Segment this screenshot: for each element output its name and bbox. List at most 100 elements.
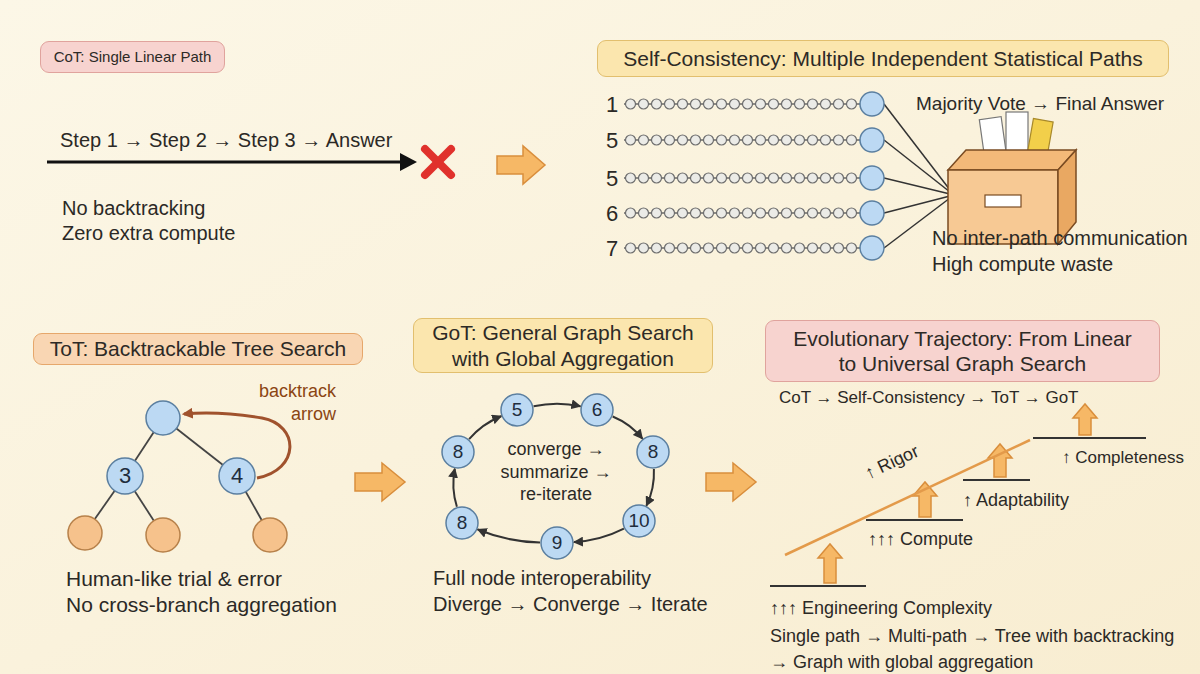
note: High compute waste <box>932 252 1200 277</box>
graph-arrow <box>453 469 457 507</box>
node-number: 8 <box>457 512 468 535</box>
tree-leaf <box>253 518 287 552</box>
node-circle <box>442 436 474 468</box>
up-arrow <box>913 482 937 517</box>
note: Full node interoperability <box>433 566 651 591</box>
vote-line <box>884 140 950 192</box>
note: Human-like trial & error <box>66 566 282 592</box>
vote-caption: Majority Vote → Final Answer <box>916 92 1164 116</box>
tree-node: 3 <box>106 457 144 495</box>
title-pill: GoT: General Graph Search with Global Ag… <box>413 318 713 373</box>
graph-node: 9 <box>540 526 574 560</box>
node-number: 8 <box>648 441 659 464</box>
stair-step <box>963 479 1030 481</box>
path-answer: 6 <box>606 200 618 228</box>
fail-cross <box>425 149 451 175</box>
note: Diverge → Converge → Iterate <box>433 592 708 617</box>
graph-arrow <box>574 529 624 542</box>
graph-node: 6 <box>580 393 614 427</box>
path-end <box>860 201 884 225</box>
graph-arrow <box>646 469 654 506</box>
bead-chain <box>624 241 862 255</box>
title-pill: Evolutionary Trajectory: From Linear to … <box>765 320 1160 382</box>
graph-node: 8 <box>445 506 479 540</box>
trajectory-sequence: CoT → Self-Consistency → ToT → GoT <box>779 387 1078 408</box>
panel-title: CoT: Single Linear Path <box>54 48 212 66</box>
path-end <box>860 128 884 152</box>
node-circle <box>623 505 655 537</box>
bead-chain <box>624 133 862 147</box>
bead-chain <box>624 206 862 220</box>
tree-root <box>146 401 180 435</box>
block-arrow <box>706 463 756 501</box>
note: No cross-branch aggregation <box>66 592 337 618</box>
node-circle <box>581 394 613 426</box>
tree-leaf <box>146 518 180 552</box>
trend-label: ↑↑↑ Compute <box>868 528 973 551</box>
panel-title: ToT: Backtrackable Tree Search <box>50 336 346 361</box>
graph-node: 5 <box>500 393 534 427</box>
fail-cross <box>425 149 451 175</box>
trend-label: ↑ Completeness <box>1062 447 1198 468</box>
stair-step <box>866 519 963 521</box>
stair-step <box>770 585 866 587</box>
linear-path-line <box>47 161 402 164</box>
node-circle <box>446 507 478 539</box>
node-circle <box>107 458 143 494</box>
vote-line <box>884 196 950 213</box>
title-pill: Self-Consistency: Multiple Independent S… <box>597 40 1169 77</box>
node-number: 9 <box>552 532 563 555</box>
ballot-box-slot <box>985 195 1021 207</box>
chain-beads <box>624 171 858 185</box>
title-pill: CoT: Single Linear Path <box>40 41 225 73</box>
node-number: 8 <box>453 441 464 464</box>
graph-arrow <box>478 530 540 543</box>
note: No inter-path communication <box>932 226 1200 251</box>
vote-line <box>884 178 950 194</box>
path-end <box>860 92 884 116</box>
tree-node: 4 <box>218 457 256 495</box>
tree-leaf <box>68 516 102 550</box>
backtrack-label: backtrack arrow <box>236 380 336 425</box>
node-number: 4 <box>231 463 243 489</box>
panel-title: GoT: General Graph Search with Global Ag… <box>424 320 702 370</box>
path-answer: 7 <box>606 235 618 263</box>
path-answer: 1 <box>606 91 618 119</box>
block-arrow <box>497 146 545 184</box>
up-arrow <box>818 544 842 583</box>
step-sequence: Step 1 → Step 2 → Step 3 → Answer <box>60 128 392 153</box>
node-number: 6 <box>592 399 603 422</box>
note: Zero extra compute <box>62 221 235 246</box>
stair-step <box>1033 437 1146 439</box>
chain-beads <box>624 133 858 147</box>
note: No backtracking <box>62 196 205 221</box>
trend-label: ↑↑↑ Engineering Complexity <box>770 597 992 620</box>
node-circle <box>219 458 255 494</box>
panel-title: Evolutionary Trajectory: From Linear to … <box>784 326 1141 376</box>
graph-node: 8 <box>636 435 670 469</box>
arrow-head <box>400 153 417 171</box>
block-arrow <box>355 463 405 501</box>
ballot-box-top <box>948 150 1076 170</box>
chain-beads <box>624 97 858 111</box>
node-circle <box>501 394 533 426</box>
title-pill: ToT: Backtrackable Tree Search <box>33 333 363 365</box>
graph-node: 8 <box>441 435 475 469</box>
trend-label: ↑ Adaptability <box>963 489 1069 512</box>
node-number: 3 <box>119 463 131 489</box>
graph-arrow <box>534 404 581 407</box>
bead-chain <box>624 97 862 111</box>
node-circle <box>637 436 669 468</box>
graph-arrow <box>613 417 643 439</box>
chain-beads <box>624 206 858 220</box>
up-arrow <box>1073 404 1097 435</box>
node-circle <box>541 527 573 559</box>
node-number: 5 <box>512 399 523 422</box>
cycle-caption: converge → summarize → re-iterate <box>496 438 616 506</box>
path-answer: 5 <box>606 127 618 155</box>
panel-title: Self-Consistency: Multiple Independent S… <box>623 46 1142 71</box>
chain-beads <box>624 241 858 255</box>
